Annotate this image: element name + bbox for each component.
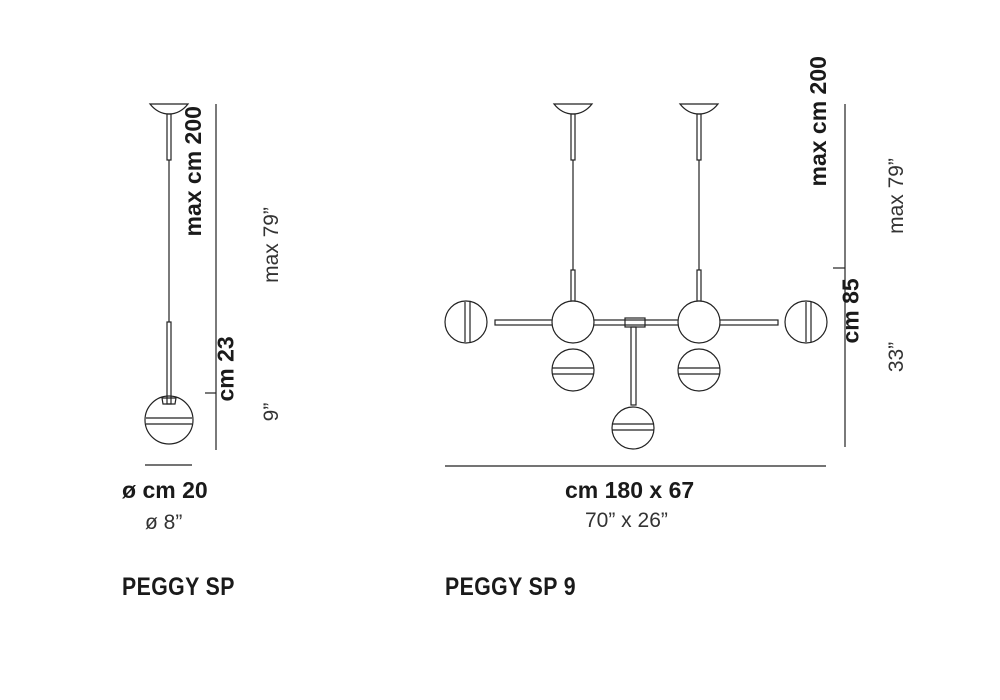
peggy-sp9-drawing bbox=[444, 103, 828, 450]
sp9-product-name: PEGGY SP 9 bbox=[445, 573, 577, 601]
sp-product-name: PEGGY SP bbox=[122, 573, 235, 601]
peggy-sp-drawing bbox=[144, 103, 194, 445]
sp-diameter-cm: ø cm 20 bbox=[122, 477, 208, 503]
sp-globe-cm: cm 23 bbox=[212, 336, 239, 402]
sp9-width-in: 70” x 26” bbox=[585, 509, 668, 532]
sp9-height-cm: max cm 200 bbox=[804, 56, 831, 187]
sp-height-in: max 79” bbox=[260, 207, 283, 283]
sp9-body-in: 33” bbox=[885, 341, 908, 373]
sp9-height-in: max 79” bbox=[885, 158, 908, 234]
sp9-body-cm: cm 85 bbox=[837, 278, 864, 344]
sp-diameter-in: ø 8” bbox=[145, 511, 183, 534]
sp9-width-cm: cm 180 x 67 bbox=[565, 477, 695, 503]
peggy-sp9-dimension-lines bbox=[445, 104, 846, 467]
sp-height-cm: max cm 200 bbox=[179, 106, 206, 237]
sp-globe-in: 9” bbox=[260, 402, 283, 422]
peggy-sp-dimension-lines bbox=[145, 104, 217, 466]
